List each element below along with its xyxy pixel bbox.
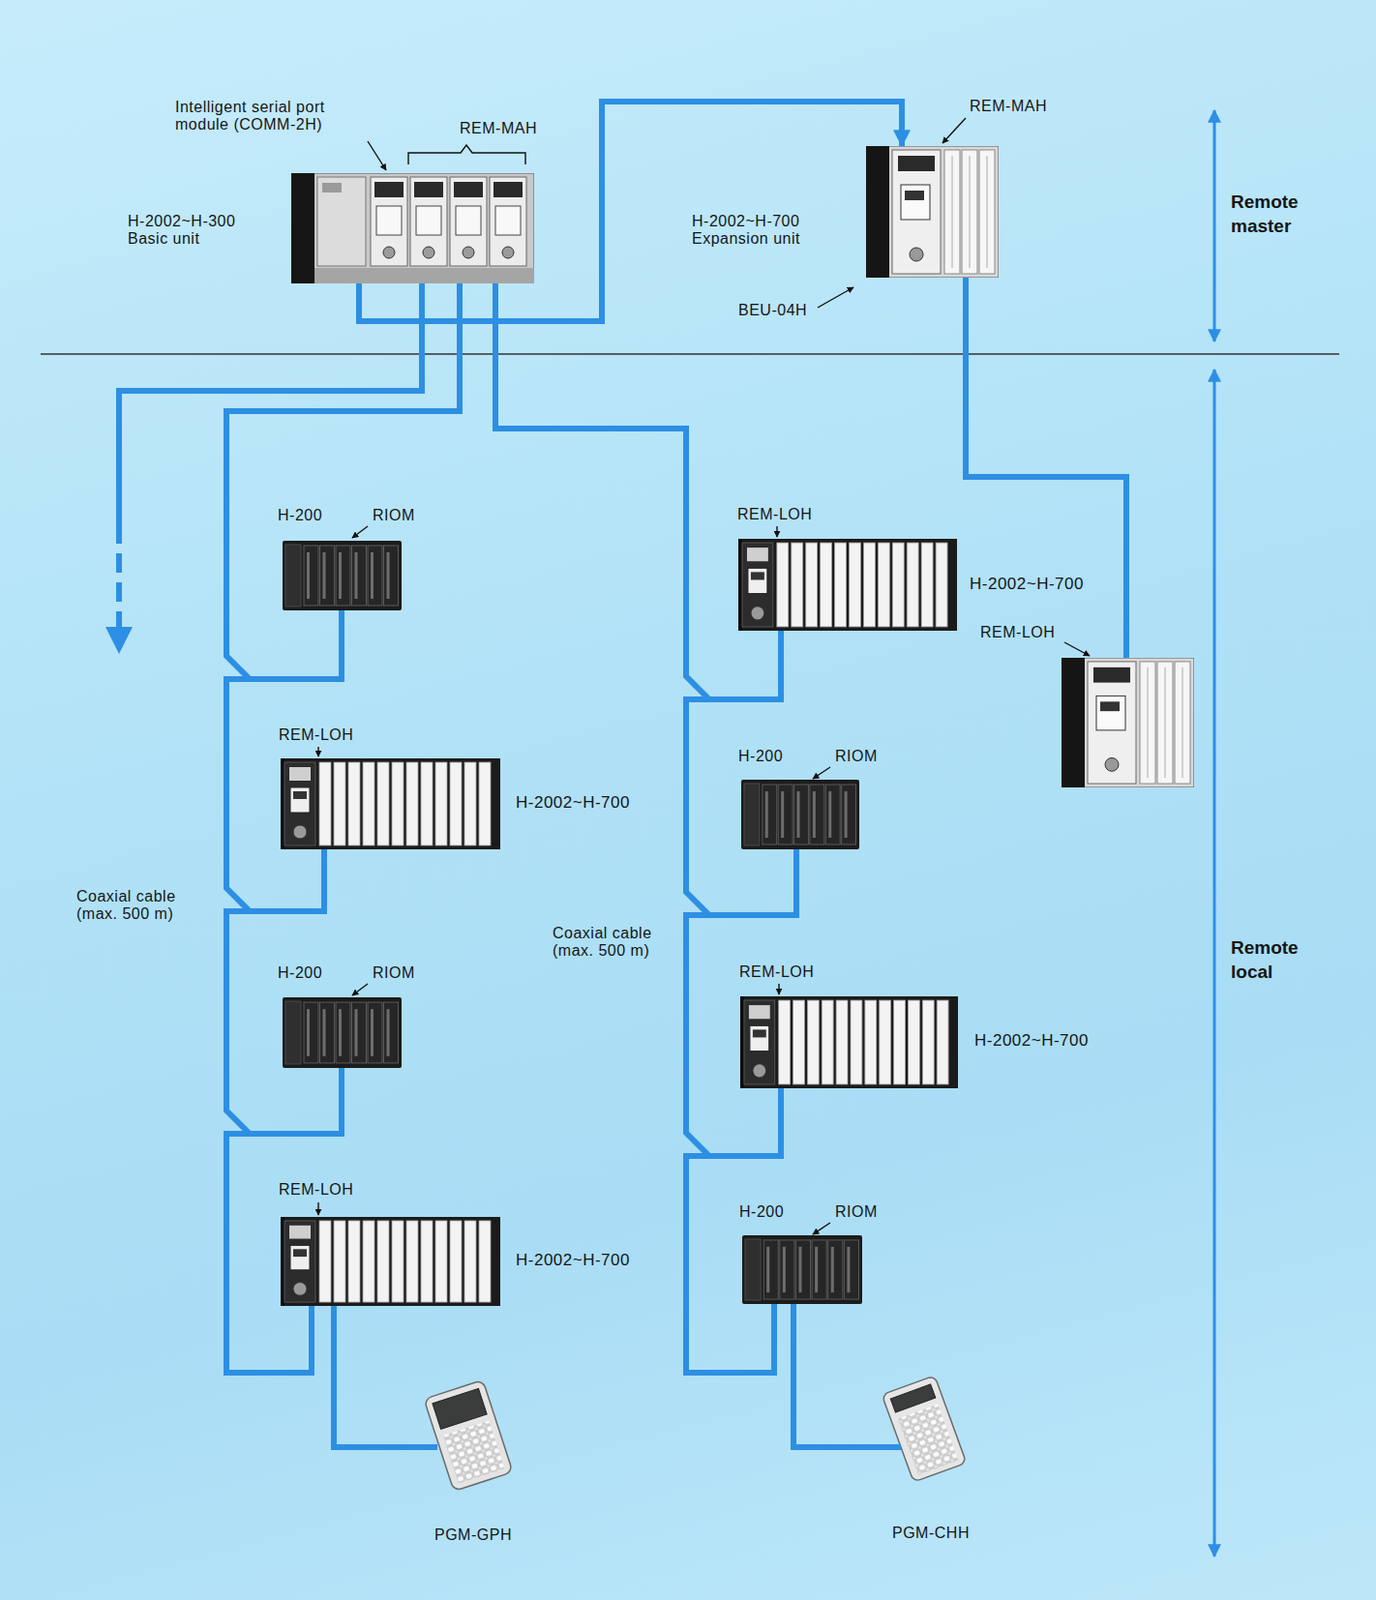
- expansion-unit: [1061, 658, 1195, 788]
- plc-unit: REM-LOH: [1061, 658, 1195, 788]
- unit-label: REM-LOH: [980, 624, 1055, 642]
- unit-label: H-200: [739, 1203, 784, 1222]
- coaxial-cable: [226, 849, 342, 1135]
- unit-callout: RIOM: [372, 964, 416, 983]
- divider-line: [40, 353, 1340, 356]
- coaxial-cable: [358, 101, 902, 322]
- coaxial-cable: [333, 1306, 438, 1448]
- unit-callout: H-2002~H-700: [515, 793, 630, 813]
- unit-callout: H-2002~H-300 Basic unit: [127, 212, 264, 249]
- leader-lines: [318, 118, 1090, 1235]
- plc-unit: H-200RIOM: [282, 997, 402, 1069]
- basic-unit: [291, 173, 535, 284]
- coaxial-cable: [965, 277, 1127, 659]
- leader-line: [317, 1202, 319, 1216]
- unit-label: REM-MAH: [969, 97, 1047, 116]
- h200-unit: [282, 540, 402, 611]
- unit-callout: REM-MAH: [459, 119, 538, 138]
- plc-unit: H-200RIOM: [282, 540, 402, 611]
- leader-line: [352, 526, 368, 539]
- leader-line: [1064, 642, 1090, 657]
- h200-unit: [742, 1235, 863, 1305]
- plc-unit: REM-MAHH-2002~H-700 Expansion unitBEU-04…: [866, 146, 999, 278]
- unit-label: REM-LOH: [737, 506, 812, 524]
- leader-line: [367, 141, 387, 171]
- unit-callout: H-2002~H-700 Expansion unit: [691, 212, 833, 249]
- plc-unit: REM-LOHH-2002~H-700: [280, 1217, 501, 1307]
- unit-label: REM-LOH: [739, 963, 814, 982]
- unit-label: H-200: [277, 964, 323, 983]
- unit-callout: H-2002~H-700: [515, 1251, 630, 1271]
- unit-label: PGM-CHH: [892, 1525, 970, 1543]
- note-label: Remote master: [1230, 190, 1328, 239]
- unit-callout: H-2002~H-700: [969, 574, 1084, 595]
- note-label: Coaxial cable (max. 500 m): [76, 888, 198, 925]
- h700-unit: [280, 1217, 501, 1307]
- plc-unit: PGM-CHH: [900, 1389, 975, 1479]
- h200-unit: [282, 997, 402, 1069]
- plc-unit: PGM-GPH: [437, 1393, 525, 1491]
- leader-line: [776, 526, 778, 538]
- unit-label: PGM-GPH: [434, 1526, 512, 1545]
- h700-unit: [740, 996, 958, 1089]
- programmer: [423, 1380, 513, 1493]
- programmer: [881, 1376, 966, 1483]
- plc-unit: REM-LOHH-2002~H-700: [280, 758, 501, 850]
- h200-unit: [741, 779, 860, 850]
- plc-unit: H-200RIOM: [741, 779, 860, 850]
- unit-label: H-200: [738, 747, 783, 766]
- note-label: Coaxial cable (max. 500 m): [552, 925, 674, 961]
- plc-unit: Intelligent serial port module (COMM-2H)…: [291, 173, 535, 284]
- plc-unit: H-200RIOM: [742, 1235, 863, 1305]
- note-label: Remote local: [1230, 936, 1328, 985]
- unit-label: Intelligent serial port module (COMM-2H): [175, 98, 340, 135]
- coaxial-cable: [793, 1304, 901, 1448]
- range-arrow: [1213, 110, 1217, 342]
- plc-unit: REM-LOHH-2002~H-700: [738, 538, 958, 631]
- unit-label: REM-LOH: [278, 1181, 354, 1199]
- bracket: [408, 145, 526, 165]
- coaxial-cable-dashed: [116, 553, 122, 629]
- coaxial-cable: [495, 283, 781, 700]
- unit-callout: RIOM: [835, 1203, 878, 1222]
- leader-line: [812, 767, 831, 779]
- range-arrow: [1213, 369, 1217, 1557]
- coaxial-cable: [226, 1068, 342, 1374]
- h700-unit: [280, 758, 501, 850]
- leader-line: [812, 1223, 831, 1235]
- unit-label: REM-LOH: [278, 726, 354, 745]
- leader-line: [817, 287, 854, 308]
- h700-unit: [738, 538, 958, 631]
- unit-callout: RIOM: [372, 507, 416, 525]
- plc-unit: REM-LOHH-2002~H-700: [740, 996, 958, 1089]
- leader-line: [777, 984, 779, 995]
- unit-callout: BEU-04H: [738, 301, 808, 320]
- unit-callout: RIOM: [835, 747, 878, 766]
- unit-label: H-200: [277, 507, 323, 525]
- leader-line: [942, 118, 966, 144]
- coaxial-cable: [686, 630, 797, 916]
- leader-line: [352, 984, 368, 996]
- leader-line: [317, 747, 319, 757]
- unit-callout: H-2002~H-700: [974, 1031, 1089, 1051]
- coaxial-cable: [686, 1088, 781, 1374]
- expansion-unit: [866, 146, 999, 278]
- cable-arrowhead: [105, 627, 133, 655]
